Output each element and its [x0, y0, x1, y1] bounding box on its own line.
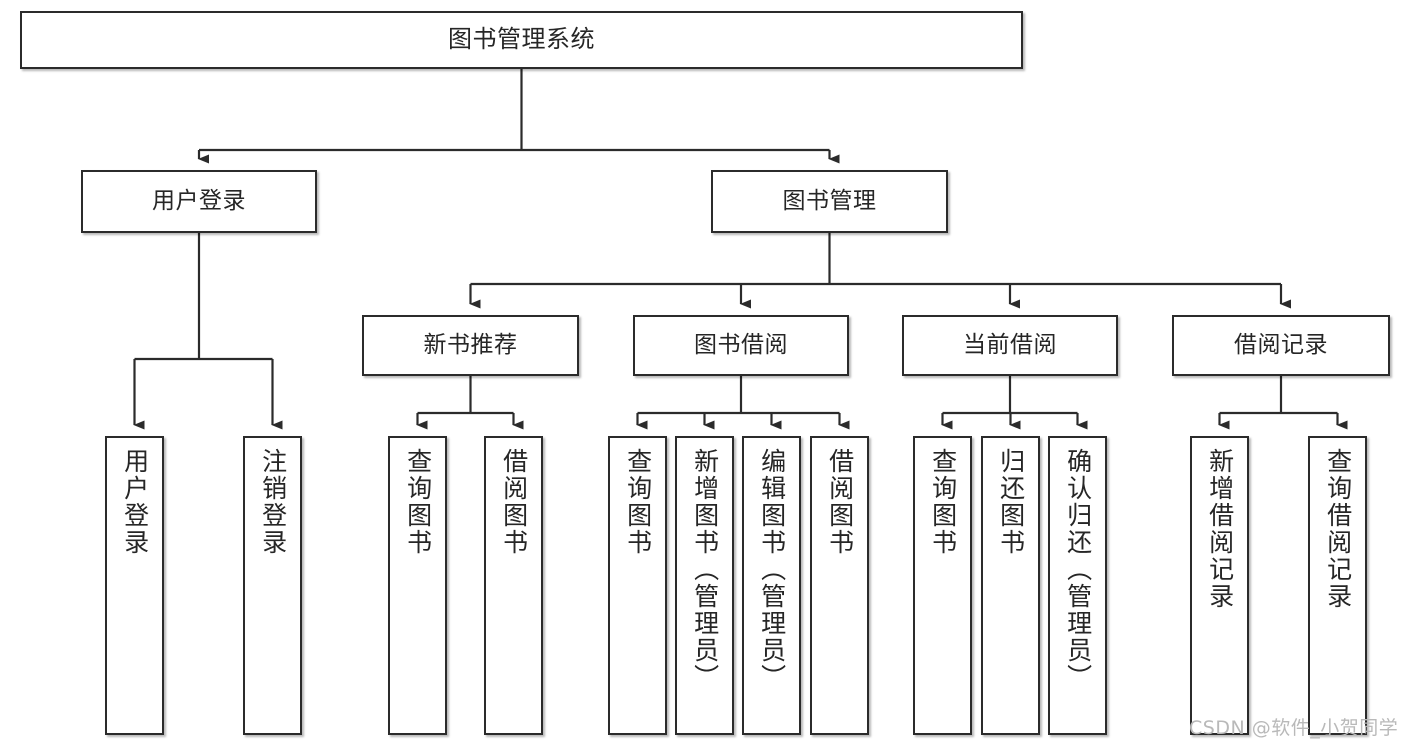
node-user-login-label: 用户登录	[152, 188, 246, 215]
node-borrow-record[interactable]: 借阅记录	[1172, 315, 1390, 376]
node-leaf-add-book[interactable]: 新增图书（管理员）	[675, 436, 734, 735]
node-new-book-recommend[interactable]: 新书推荐	[362, 315, 579, 376]
node-leaf-return-book-label: 归还图书	[996, 448, 1026, 556]
node-leaf-query-book-3-label: 查询图书	[928, 448, 958, 556]
node-leaf-add-book-label: 新增图书（管理员）	[690, 448, 720, 691]
node-user-login[interactable]: 用户登录	[81, 170, 317, 233]
node-leaf-confirm-return[interactable]: 确认归还（管理员）	[1048, 436, 1107, 735]
node-leaf-user-logout-label: 注销登录	[258, 448, 288, 556]
node-book-borrow[interactable]: 图书借阅	[633, 315, 849, 376]
node-root-label: 图书管理系统	[448, 25, 595, 54]
node-root[interactable]: 图书管理系统	[20, 11, 1023, 69]
node-leaf-return-book[interactable]: 归还图书	[981, 436, 1040, 735]
node-book-manage[interactable]: 图书管理	[711, 170, 948, 233]
node-borrow-record-label: 借阅记录	[1234, 332, 1328, 359]
node-new-book-recommend-label: 新书推荐	[423, 332, 518, 359]
node-leaf-query-book-2-label: 查询图书	[623, 448, 653, 556]
node-leaf-add-record[interactable]: 新增借阅记录	[1190, 436, 1249, 735]
node-leaf-borrow-book-1[interactable]: 借阅图书	[484, 436, 543, 735]
node-current-borrow-label: 当前借阅	[963, 332, 1057, 359]
node-leaf-user-logout[interactable]: 注销登录	[243, 436, 302, 735]
watermark-csdn: CSDN @软件_小贺同学	[1189, 717, 1399, 739]
node-leaf-query-book-2[interactable]: 查询图书	[608, 436, 667, 735]
node-leaf-user-login-label: 用户登录	[120, 448, 150, 556]
node-leaf-user-login[interactable]: 用户登录	[105, 436, 164, 735]
node-book-borrow-label: 图书借阅	[694, 332, 788, 359]
node-leaf-borrow-book-2-label: 借阅图书	[825, 448, 855, 556]
node-leaf-borrow-book-2[interactable]: 借阅图书	[810, 436, 869, 735]
node-leaf-confirm-return-label: 确认归还（管理员）	[1063, 448, 1093, 691]
node-leaf-query-book-1[interactable]: 查询图书	[388, 436, 447, 735]
node-leaf-query-book-3[interactable]: 查询图书	[913, 436, 972, 735]
node-leaf-query-record[interactable]: 查询借阅记录	[1308, 436, 1367, 735]
node-leaf-edit-book-label: 编辑图书（管理员）	[757, 448, 787, 691]
node-leaf-query-record-label: 查询借阅记录	[1323, 448, 1353, 610]
node-leaf-query-book-1-label: 查询图书	[403, 448, 433, 556]
node-leaf-edit-book[interactable]: 编辑图书（管理员）	[742, 436, 801, 735]
node-current-borrow[interactable]: 当前借阅	[902, 315, 1118, 376]
node-book-manage-label: 图书管理	[782, 188, 877, 215]
node-leaf-borrow-book-1-label: 借阅图书	[499, 448, 529, 556]
node-leaf-add-record-label: 新增借阅记录	[1205, 448, 1235, 610]
